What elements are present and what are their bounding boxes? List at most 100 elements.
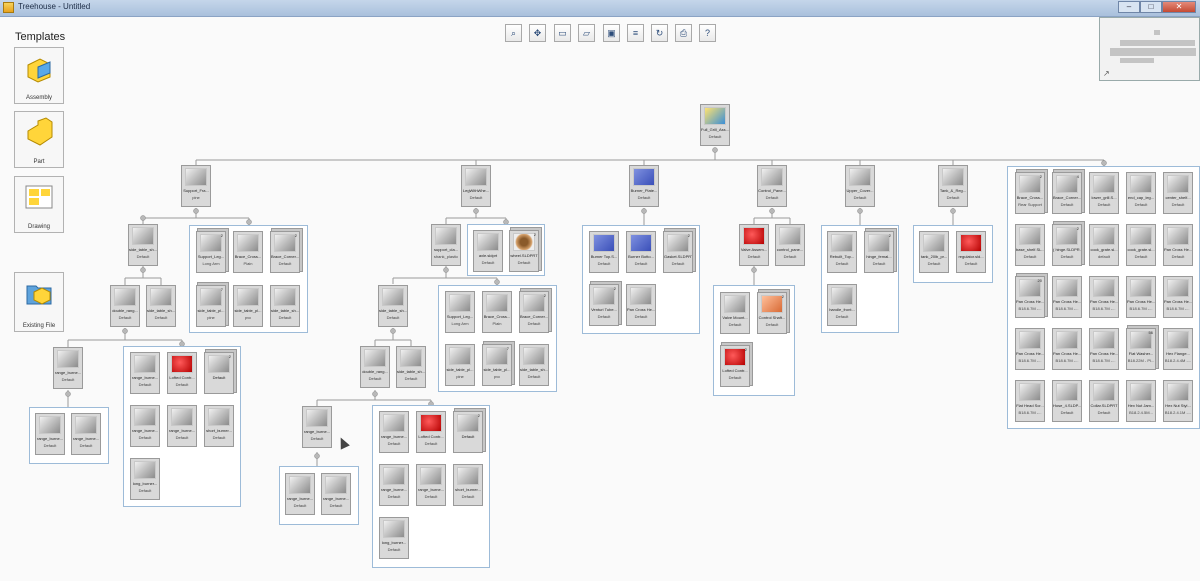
tree-node[interactable]: side_table_pl...pine: [445, 344, 475, 386]
tree-node[interactable]: Hose_4.SLDP...Default: [1052, 380, 1082, 422]
tree-node[interactable]: Hex Flange...B18.2.4.4M -...: [1163, 328, 1193, 370]
tree-node[interactable]: handle_front...Default: [827, 284, 857, 326]
tree-node[interactable]: side_table_sh...Default: [146, 285, 176, 327]
tree-node[interactable]: range_burne...Default: [302, 406, 332, 448]
tree-node[interactable]: lower_grill.S...Default: [1089, 172, 1119, 214]
tree-node[interactable]: Pan Cross He...B18.6.7M -...: [1015, 328, 1045, 370]
part-template[interactable]: Part: [14, 111, 64, 168]
tree-node[interactable]: Brace_Cross...Plain: [482, 291, 512, 333]
tree-node[interactable]: end_cap_leg...Default: [1126, 172, 1156, 214]
tree-node[interactable]: side_table_sh...Default: [270, 285, 300, 327]
tree-node[interactable]: side_table_pl...pvc: [233, 285, 263, 327]
tree-node[interactable]: Pan Cross He...B18.6.7M -...: [1089, 328, 1119, 370]
tree-node[interactable]: range_burne...Default: [379, 464, 409, 506]
new-button[interactable]: ▭: [554, 24, 571, 42]
tree-node-root[interactable]: Full_Grill_Ass...Default: [700, 104, 730, 146]
tree-node[interactable]: control_pane...Default: [775, 224, 805, 266]
existing-file-template[interactable]: Existing File: [14, 272, 64, 332]
tree-node[interactable]: Pan Cross He...Default: [1163, 224, 1193, 266]
tree-node[interactable]: long_burner...Default: [379, 517, 409, 559]
tree-node[interactable]: regulator.sld...Default: [956, 231, 986, 273]
help-button[interactable]: ?: [699, 24, 716, 42]
minimize-button[interactable]: –: [1118, 1, 1140, 13]
tree-node[interactable]: range_burne...Default: [321, 473, 351, 515]
refresh-button[interactable]: ↻: [651, 24, 668, 42]
tree-node[interactable]: support_cla...shank_plastic: [431, 224, 461, 266]
tree-node-tank-regulator[interactable]: Tank_&_Reg...Default: [938, 165, 968, 207]
tree-node[interactable]: 2( hinge.SLDPR...Default: [1052, 224, 1082, 266]
tree-node[interactable]: double_rang...Default: [360, 346, 390, 388]
tree-node[interactable]: cook_grate.sl...default: [1089, 224, 1119, 266]
tree-node[interactable]: Lofted Contr...Default: [167, 352, 197, 394]
tree-node[interactable]: Valve Assem...Default: [739, 224, 769, 266]
tree-node[interactable]: side_table_sh...Default: [128, 224, 158, 266]
tree-node[interactable]: Flat Head Scr...B18.6.7M -...: [1015, 380, 1045, 422]
drawing-template[interactable]: Drawing: [14, 176, 64, 233]
tree-node[interactable]: range_burne...Default: [130, 352, 160, 394]
assembly-template[interactable]: Assembly: [14, 47, 64, 104]
tree-node[interactable]: Hex Nut Jam...B18.2.4.5M...: [1126, 380, 1156, 422]
tree-node[interactable]: tank_20lb_pr...Default: [919, 231, 949, 273]
maximize-button[interactable]: □: [1140, 1, 1162, 13]
tree-node[interactable]: Pan Cross He...B18.6.7M -...: [1089, 276, 1119, 318]
properties-button[interactable]: ≡: [627, 24, 644, 42]
open-button[interactable]: ▱: [578, 24, 595, 42]
tree-node[interactable]: side_table_sh...Default: [378, 285, 408, 327]
tree-node[interactable]: cook_grate.sl...Default: [1126, 224, 1156, 266]
close-button[interactable]: ✕: [1162, 1, 1196, 13]
tree-node[interactable]: range_burne...Default: [130, 405, 160, 447]
tree-node[interactable]: Support_Leg...Long Arm: [445, 291, 475, 333]
tree-node[interactable]: center_shelf...Default: [1163, 172, 1193, 214]
tree-node[interactable]: range_burne...Default: [285, 473, 315, 515]
tree-node[interactable]: short_burner...Default: [453, 464, 483, 506]
tree-node[interactable]: Burner Botto...Default: [626, 231, 656, 273]
tree-node[interactable]: short_burner...Default: [204, 405, 234, 447]
overview-navigator[interactable]: ↗: [1099, 17, 1200, 81]
tree-node[interactable]: range_burne...Default: [53, 347, 83, 389]
resize-arrow-icon[interactable]: ↗: [1103, 69, 1110, 78]
tree-node[interactable]: range_burne...Default: [416, 464, 446, 506]
tree-node[interactable]: Pan Cross He...B18.6.7M -...: [1126, 276, 1156, 318]
tree-node[interactable]: range_burne...Default: [167, 405, 197, 447]
tree-node[interactable]: range_burne...Default: [379, 411, 409, 453]
tree-node-leg-with-wheels[interactable]: LegWithWhe...Default: [461, 165, 491, 207]
tree-node[interactable]: Hex Nut Styl...B18.2.4.1M -...: [1163, 380, 1193, 422]
tree-node[interactable]: long_burner...Default: [130, 458, 160, 500]
tree-node-burner-plate[interactable]: Burner_Plate...Default: [629, 165, 659, 207]
tree-node[interactable]: Burner Top.S...Default: [589, 231, 619, 273]
fit-button[interactable]: ✥: [529, 24, 546, 42]
tree-node-support-frame[interactable]: Support_Fra...pine: [181, 165, 211, 207]
zoom-button[interactable]: ⌕: [505, 24, 522, 42]
tree-node[interactable]: Pan Cross He...Default: [626, 284, 656, 326]
tree-node[interactable]: base_shelf.SL...Default: [1015, 224, 1045, 266]
tree-node[interactable]: Lofted Contr...Default: [416, 411, 446, 453]
tree-node[interactable]: side_table_sh...Default: [396, 346, 426, 388]
tree-node-control-panel[interactable]: Control_Pane...Default: [757, 165, 787, 207]
tree-node[interactable]: Pan Cross He...B18.6.7M -...: [1052, 276, 1082, 318]
tree-node[interactable]: Pan Cross He...B18.6.7M -...: [1163, 276, 1193, 318]
save-button[interactable]: ▣: [603, 24, 620, 42]
print-button[interactable]: ⎙: [675, 24, 692, 42]
tree-node[interactable]: range_burne...Default: [35, 413, 65, 455]
tree-node[interactable]: Rebuilt_Top...Default: [827, 231, 857, 273]
tree-node[interactable]: Valve Mount...Default: [720, 292, 750, 334]
tree-node-upper-cover[interactable]: Upper_Cover...Default: [845, 165, 875, 207]
tree-node[interactable]: Brace_Cross...Plain: [233, 231, 263, 273]
